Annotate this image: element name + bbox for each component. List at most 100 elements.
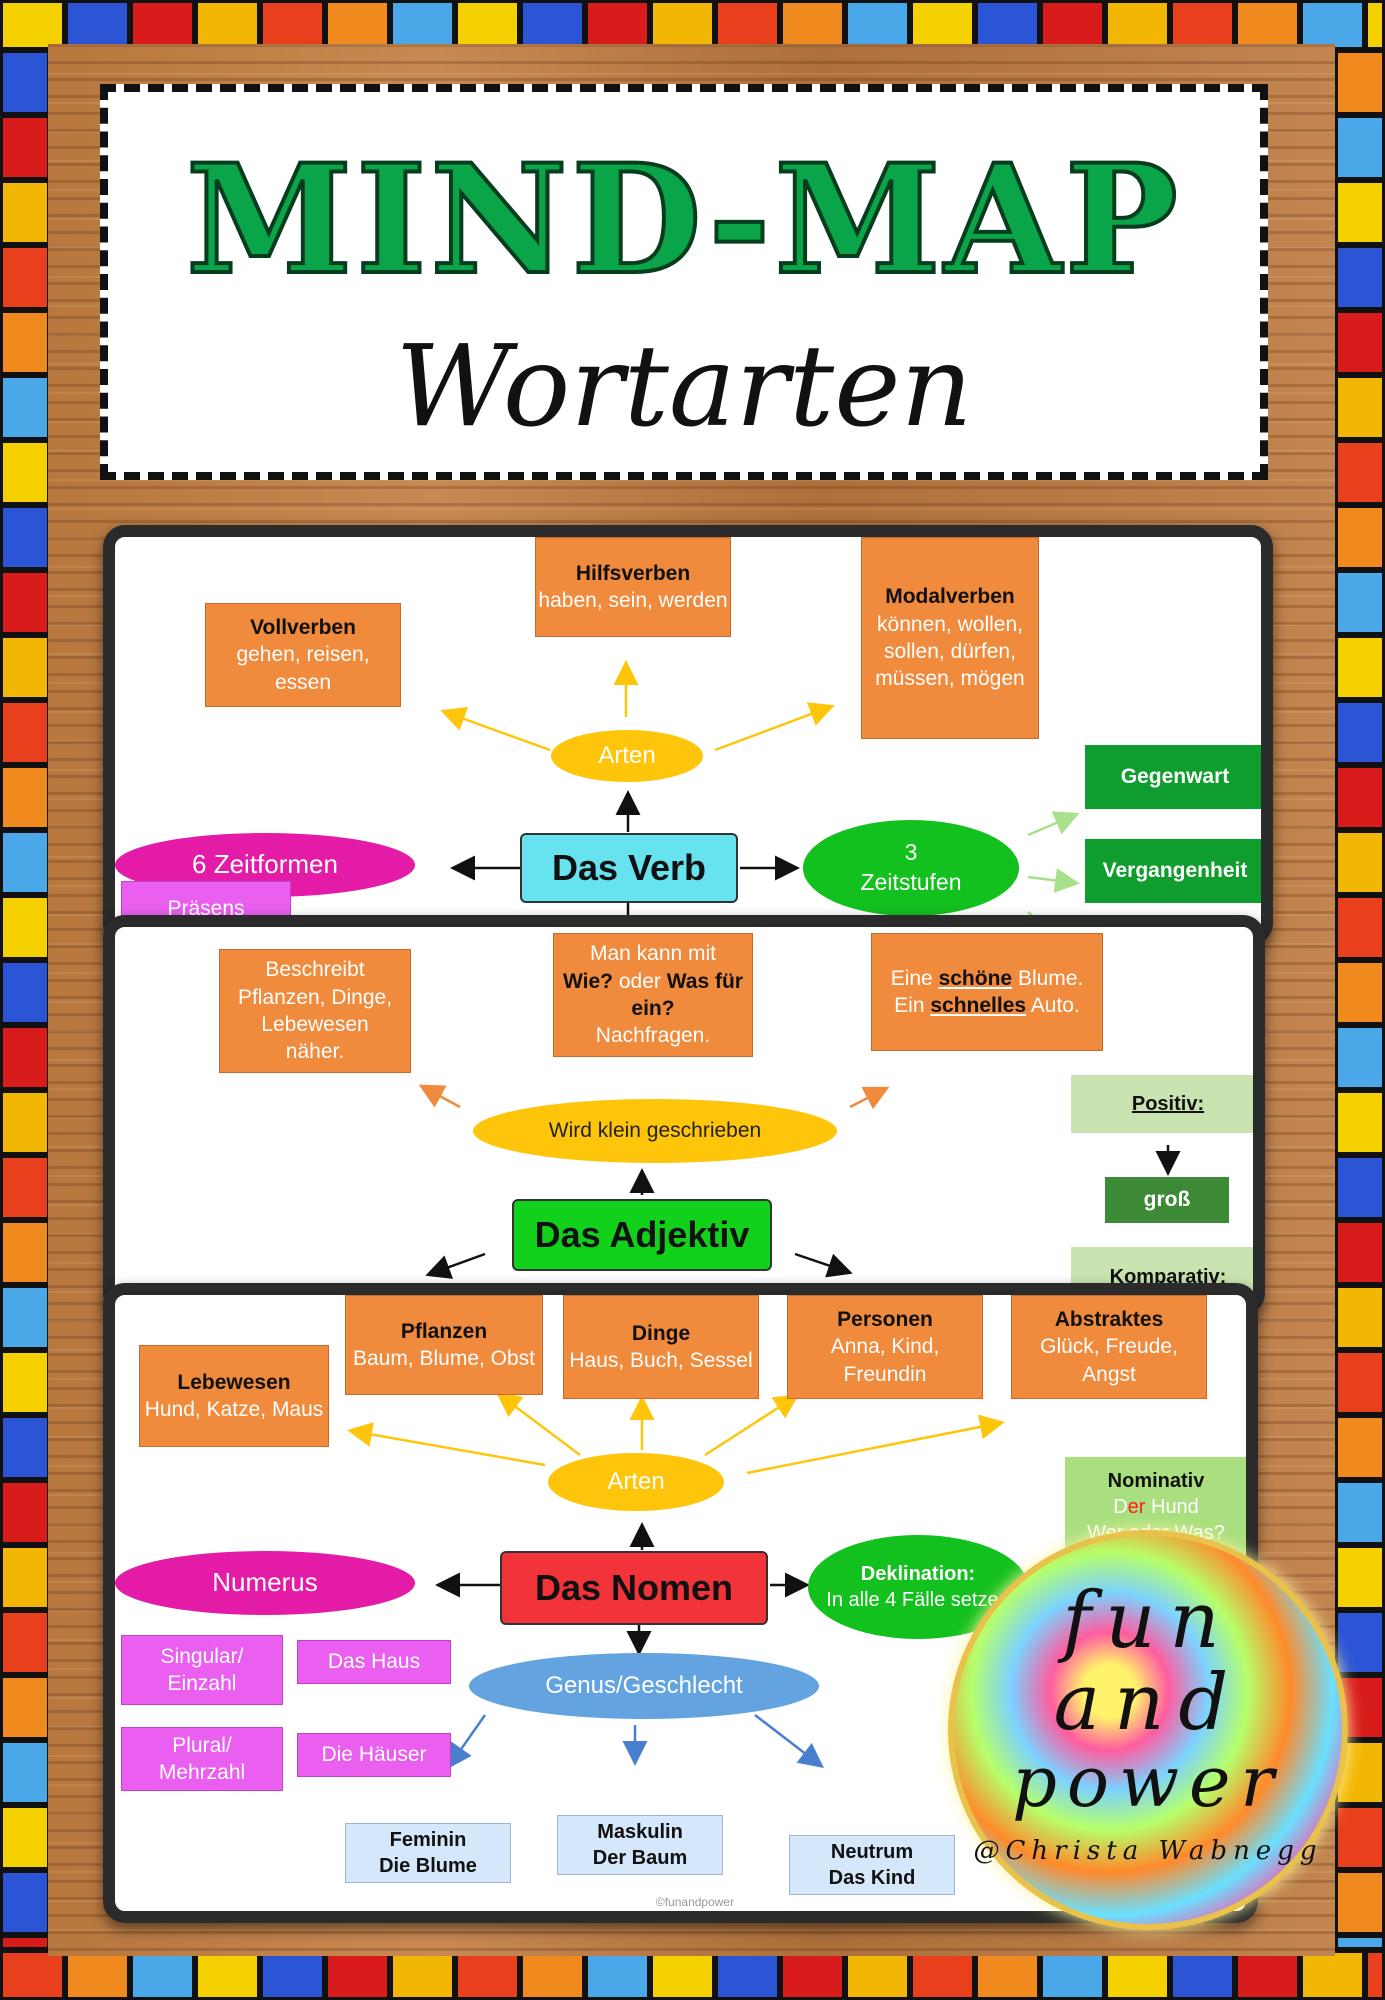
logo-line-power: power <box>1012 1741 1284 1823</box>
border-tile <box>1235 1950 1300 2000</box>
border-tile <box>1335 570 1385 635</box>
positiv-box: Positiv: <box>1071 1075 1253 1133</box>
border-tile <box>1335 830 1385 895</box>
border-tile <box>1335 700 1385 765</box>
border-tile <box>0 1090 50 1155</box>
border-tile <box>0 1350 50 1415</box>
border-tile <box>1335 1805 1385 1870</box>
border-tile <box>0 115 50 180</box>
border-tile <box>455 1950 520 2000</box>
border-tile <box>1335 1285 1385 1350</box>
border-tile <box>65 0 130 50</box>
verb-arten-ellipse: Arten <box>551 730 703 782</box>
border-tile <box>0 440 50 505</box>
das-haus-box: Das Haus <box>297 1640 451 1684</box>
gross-box: groß <box>1105 1177 1229 1223</box>
border-tile <box>0 570 50 635</box>
border-tile <box>715 0 780 50</box>
border-tile <box>1335 1870 1385 1935</box>
border-tile <box>1335 245 1385 310</box>
border-tile <box>1335 960 1385 1025</box>
border-tile <box>1335 1415 1385 1480</box>
plural-box: Plural/ Mehrzahl <box>121 1727 283 1791</box>
border-tile <box>1335 375 1385 440</box>
border-tile <box>520 1950 585 2000</box>
border-tile <box>1040 0 1105 50</box>
border-tile <box>1335 310 1385 375</box>
border-tile <box>260 1950 325 2000</box>
border-tile <box>195 1950 260 2000</box>
nomen-connectors <box>347 1392 1005 1770</box>
border-tile <box>1335 1220 1385 1285</box>
border-tile <box>650 0 715 50</box>
border-tile <box>910 1950 975 2000</box>
page-subtitle: Wortarten <box>395 322 973 452</box>
border-tile <box>0 895 50 960</box>
adjektiv-center: Das Adjektiv <box>512 1199 772 1271</box>
logo-line-fun: fun <box>1062 1576 1234 1666</box>
border-tile <box>0 830 50 895</box>
beschreibt-box: Beschreibt Pflanzen, Dinge, Lebewesen nä… <box>219 949 411 1073</box>
border-tile <box>1335 765 1385 830</box>
border-tile <box>1335 115 1385 180</box>
beispiel-box: Eine schöne Blume. Ein schnelles Auto. <box>871 933 1103 1051</box>
nomen-arten-ellipse: Arten <box>548 1453 724 1511</box>
logo-author: @Christa Wabnegg <box>973 1836 1323 1866</box>
border-tile <box>0 1285 50 1350</box>
border-tile <box>1335 1935 1385 1950</box>
border-tile <box>0 1415 50 1480</box>
die-haeuser-box: Die Häuser <box>297 1733 451 1777</box>
maskulin-box: Maskulin Der Baum <box>557 1815 723 1875</box>
border-tile <box>130 0 195 50</box>
border-tile <box>1335 50 1385 115</box>
border-tile <box>780 0 845 50</box>
border-tile <box>0 960 50 1025</box>
page-title: MIND-MAP <box>184 130 1182 310</box>
genus-ellipse: Genus/Geschlecht <box>469 1653 819 1719</box>
border-tile <box>1335 180 1385 245</box>
border-tile <box>0 1935 50 1950</box>
border-tile <box>0 375 50 440</box>
border-tile <box>0 1870 50 1935</box>
border-tile <box>975 0 1040 50</box>
border-tile <box>390 1950 455 2000</box>
border-tile <box>715 1950 780 2000</box>
border-tile <box>1170 0 1235 50</box>
nomen-center: Das Nomen <box>500 1551 768 1625</box>
border-tile <box>0 0 65 50</box>
numerus-ellipse: Numerus <box>115 1551 415 1615</box>
border-tile <box>390 0 455 50</box>
klein-geschrieben-ellipse: Wird klein geschrieben <box>473 1099 837 1163</box>
vergangenheit-box: Vergangenheit <box>1085 839 1261 903</box>
border-tile <box>1335 1610 1385 1675</box>
title-box: MIND-MAP Wortarten <box>100 84 1268 480</box>
border-tile <box>0 700 50 765</box>
border-tile <box>325 0 390 50</box>
border-tile <box>65 1950 130 2000</box>
border-tile <box>1335 1350 1385 1415</box>
border-tile <box>1170 1950 1235 2000</box>
border-tile <box>1365 0 1385 50</box>
border-tile <box>1365 1950 1385 2000</box>
border-tile <box>650 1950 715 2000</box>
border-tile <box>0 180 50 245</box>
border-tile <box>0 1480 50 1545</box>
border-tile <box>0 505 50 570</box>
border-tile <box>1235 0 1300 50</box>
border-tile <box>0 1545 50 1610</box>
border-tile <box>975 1950 1040 2000</box>
border-tile <box>0 1610 50 1675</box>
border-tile <box>1335 635 1385 700</box>
border-tile <box>910 0 975 50</box>
border-tile <box>585 1950 650 2000</box>
border-tile <box>0 635 50 700</box>
logo-line-and: and <box>1053 1658 1243 1748</box>
border-tile <box>130 1950 195 2000</box>
border-tile <box>325 1950 390 2000</box>
border-tile <box>845 1950 910 2000</box>
